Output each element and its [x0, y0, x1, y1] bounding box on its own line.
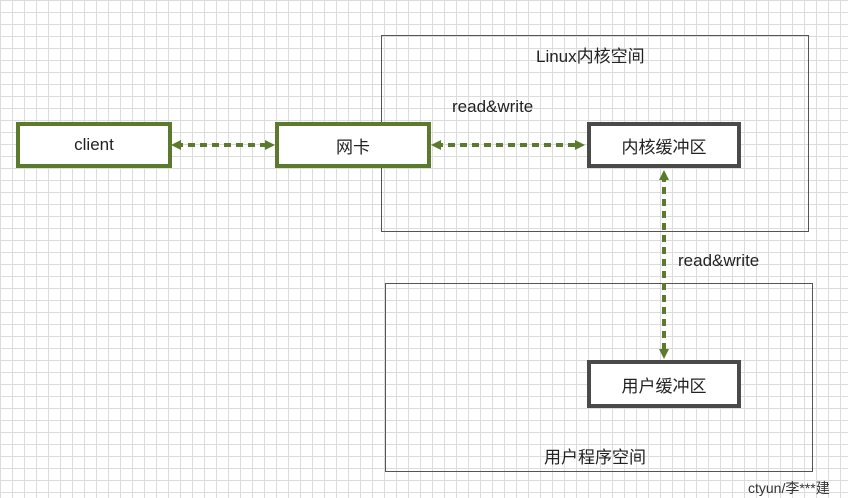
user-read-write-label: read&write — [678, 251, 760, 270]
user-buffer-label: 用户缓冲区 — [621, 376, 707, 396]
kernel-read-write-label: read&write — [452, 97, 534, 116]
user-space-title: 用户程序空间 — [544, 448, 646, 467]
watermark: ctyun/李***建 — [748, 480, 830, 496]
kernel-buffer-node: 内核缓冲区 — [587, 122, 741, 168]
kernel-space-title: Linux内核空间 — [536, 47, 645, 66]
client-label: client — [74, 135, 114, 154]
nic-node: 网卡 — [275, 122, 431, 168]
client-node: client — [16, 122, 172, 168]
user-space-region — [385, 283, 813, 472]
nic-label: 网卡 — [336, 137, 370, 157]
user-buffer-node: 用户缓冲区 — [587, 360, 741, 408]
kernel-buffer-label: 内核缓冲区 — [621, 137, 707, 157]
